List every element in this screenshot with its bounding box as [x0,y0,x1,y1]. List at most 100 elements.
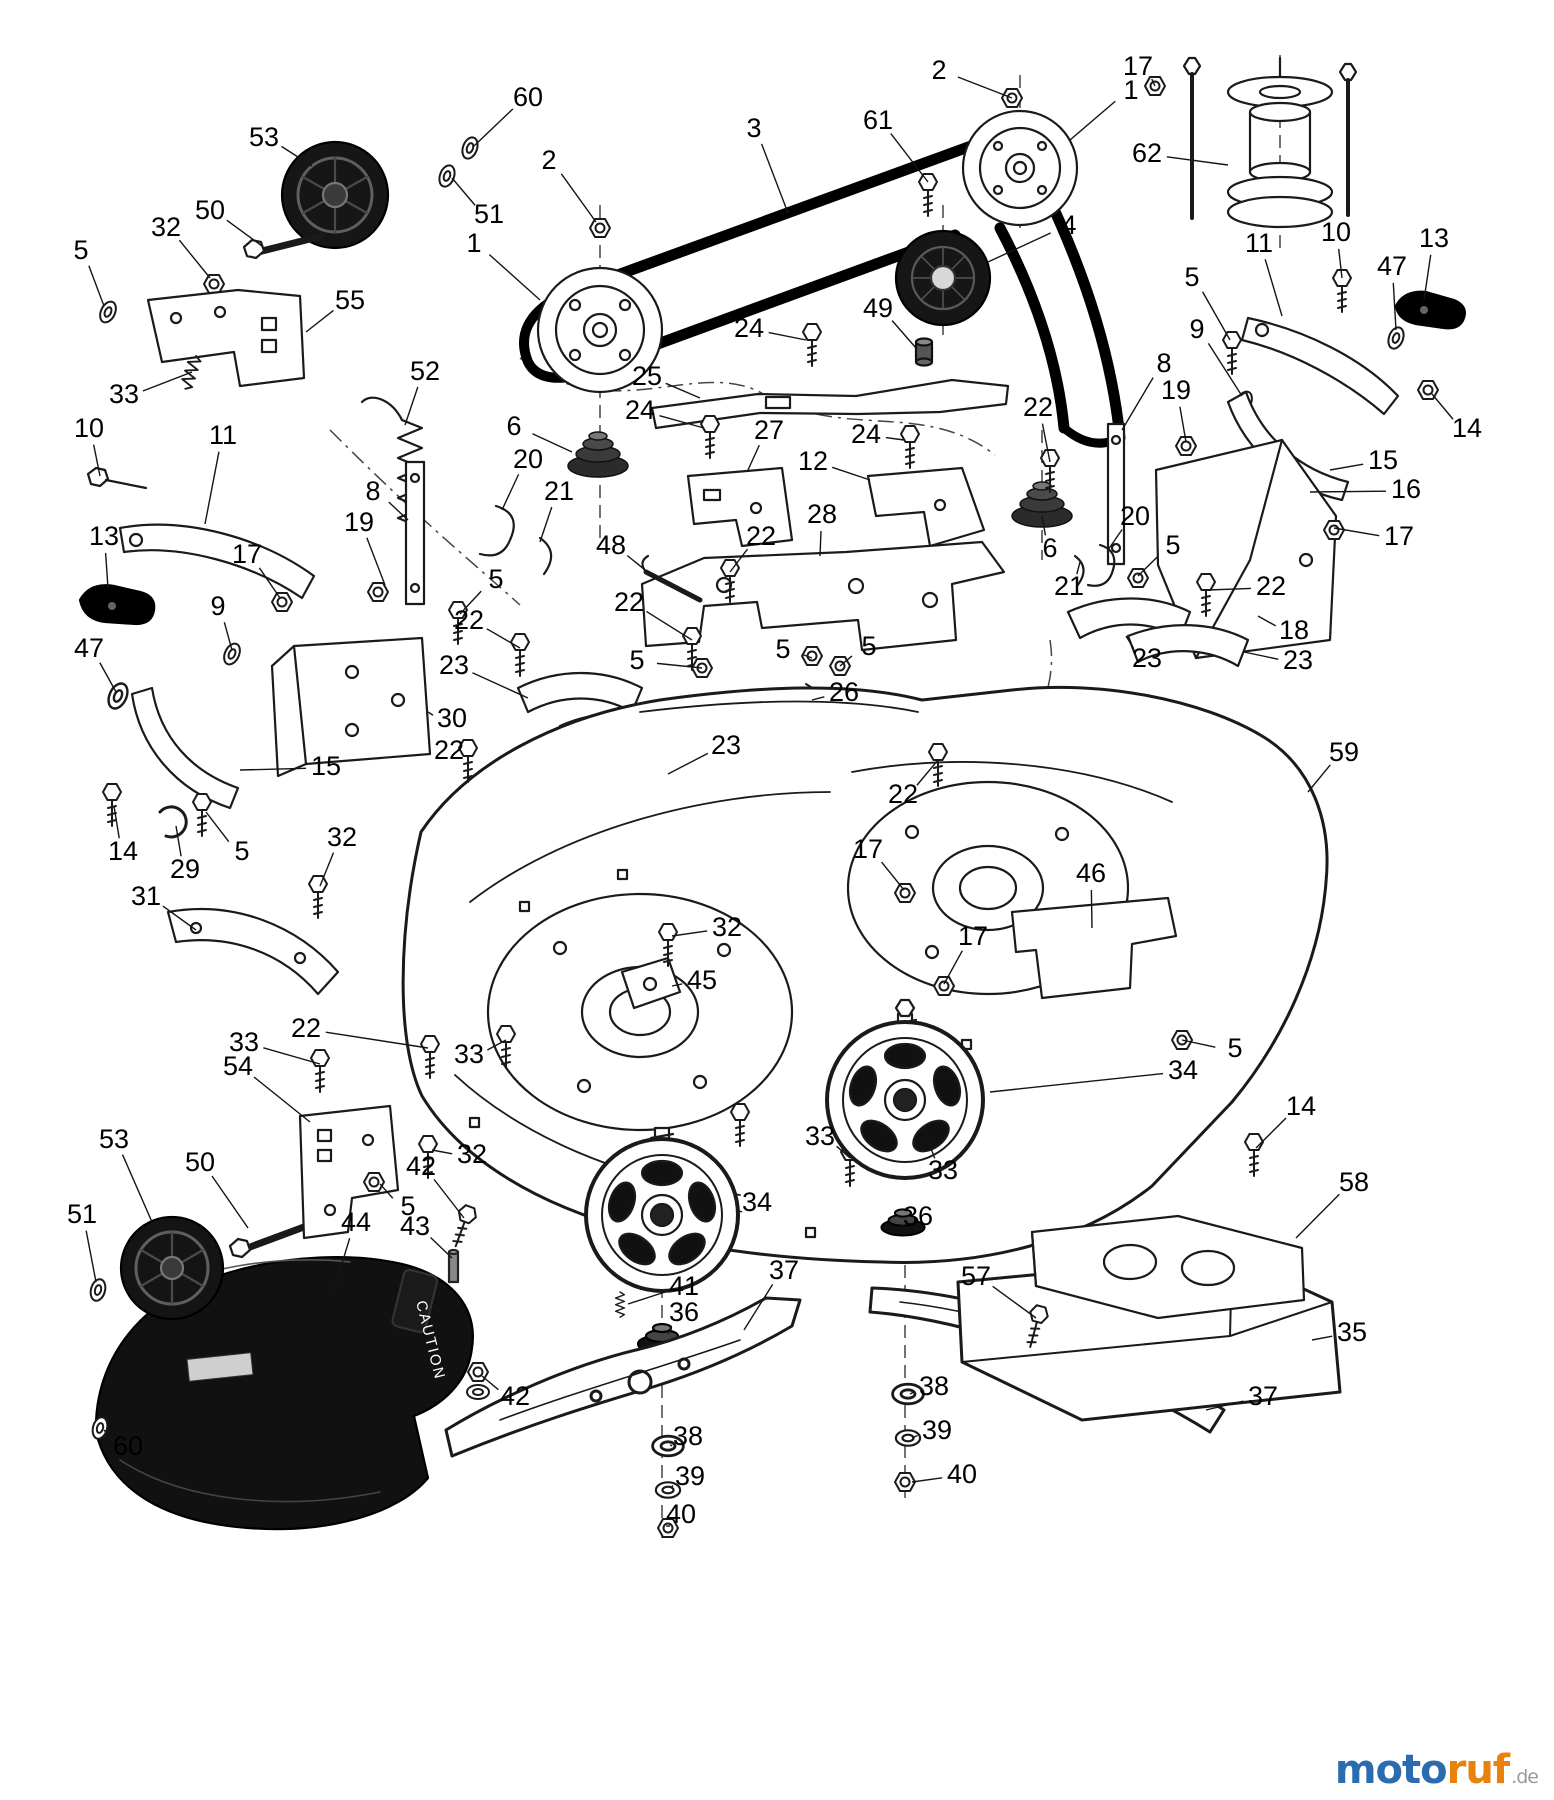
callout-23: 23 [1283,645,1313,675]
callout-22: 22 [888,779,918,809]
leader-line-17 [881,861,905,891]
spring-41 [614,1291,626,1318]
callout-5: 5 [1165,530,1180,560]
callout-5: 5 [629,645,644,675]
leader-line-22 [729,548,749,573]
leader-line-33 [923,1129,936,1159]
bolt-24-b [699,414,721,460]
callout-57: 57 [961,1261,991,1291]
callout-15: 15 [311,751,341,781]
callout-53: 53 [99,1124,129,1154]
callout-8: 8 [365,476,380,506]
leader-line-5 [379,1183,394,1199]
leader-line-55 [305,309,334,333]
bolt-22-b [509,632,531,678]
idler-assembly-62 [1182,56,1358,229]
leader-line-19 [1179,406,1187,443]
callout-21: 21 [544,476,574,506]
callout-5: 5 [1227,1033,1242,1063]
leader-line-22 [467,754,470,757]
hook-21-right [1073,554,1085,588]
leader-line-40 [911,1477,943,1483]
callout-14: 14 [108,836,138,866]
leader-line-23 [1125,635,1135,650]
callout-6: 6 [1042,533,1057,563]
callout-23: 23 [711,730,741,760]
leader-line-1 [488,254,541,301]
bracket-27 [686,466,794,548]
leader-line-61 [890,133,929,183]
callout-40: 40 [666,1499,696,1529]
leader-line-11 [1264,259,1283,317]
callout-47: 47 [1377,251,1407,281]
leader-line-8 [388,501,409,521]
leader-line-15 [1329,463,1364,471]
callout-5: 5 [488,564,503,594]
callout-5: 5 [400,1191,415,1221]
callout-59: 59 [1329,737,1359,767]
leader-line-41 [627,1291,665,1305]
washer-51-bottom [87,1276,109,1304]
callout-22: 22 [291,1013,321,1043]
callout-19: 19 [344,507,374,537]
discharge-chute-44: CAUTION [94,1256,474,1531]
bolt-33-a [309,1048,331,1094]
leader-line-39 [911,1434,918,1439]
callout-33: 33 [928,1155,958,1185]
leader-line-29 [175,825,182,857]
leader-line-44 [333,1238,351,1291]
leader-line-31 [162,905,197,931]
leader-line-5 [205,811,230,843]
nut-32-top [202,273,226,295]
callout-39: 39 [922,1415,952,1445]
leader-line-17 [943,950,963,985]
leader-line-60 [103,1429,113,1440]
callout-44: 44 [341,1207,371,1237]
spring-52 [360,396,424,538]
washer-9-left [219,639,245,669]
cup-washers-6-right [1010,480,1074,529]
deck-housing-59 [401,685,1329,1264]
callout-22: 22 [1256,571,1286,601]
callout-15: 15 [1368,445,1398,475]
callout-36: 36 [903,1201,933,1231]
leader-line-33 [487,1039,507,1051]
callout-37: 37 [769,1255,799,1285]
leader-line-37 [1205,1400,1244,1411]
leader-line-22 [325,1031,429,1049]
leader-line-50 [226,219,263,247]
leader-line-48 [626,555,656,579]
leader-line-33 [263,1047,321,1065]
strap-15-right [1226,390,1350,502]
callout-55: 55 [335,285,365,315]
callout-26: 26 [829,677,859,707]
callout-58: 58 [1339,1167,1369,1197]
leader-line-3 [760,143,789,214]
arm-11-left [118,523,316,600]
washer-60-top [458,134,482,162]
leader-line-5 [656,662,703,669]
leader-line-9 [1207,342,1243,397]
callout-42: 42 [406,1151,436,1181]
callout-28: 28 [807,499,837,529]
leader-line-49 [891,320,917,349]
callout-20: 20 [1120,501,1150,531]
leader-line-21 [1076,561,1081,575]
leader-line-24 [659,414,705,429]
leader-line-5 [802,653,813,659]
bolt-32-a [307,874,329,920]
leader-line-5 [88,265,105,307]
leader-line-32 [671,930,708,937]
leader-line-17 [258,567,281,599]
callout-53: 53 [249,122,279,152]
bolt-14-left [101,782,123,828]
callout-3: 3 [746,113,761,143]
leader-line-8 [1121,377,1154,431]
washer-42-bottom [465,1383,491,1401]
leader-line-36 [900,1223,909,1227]
callout-5: 5 [861,631,876,661]
spacer-49 [914,337,934,367]
callout-14: 14 [1286,1091,1316,1121]
